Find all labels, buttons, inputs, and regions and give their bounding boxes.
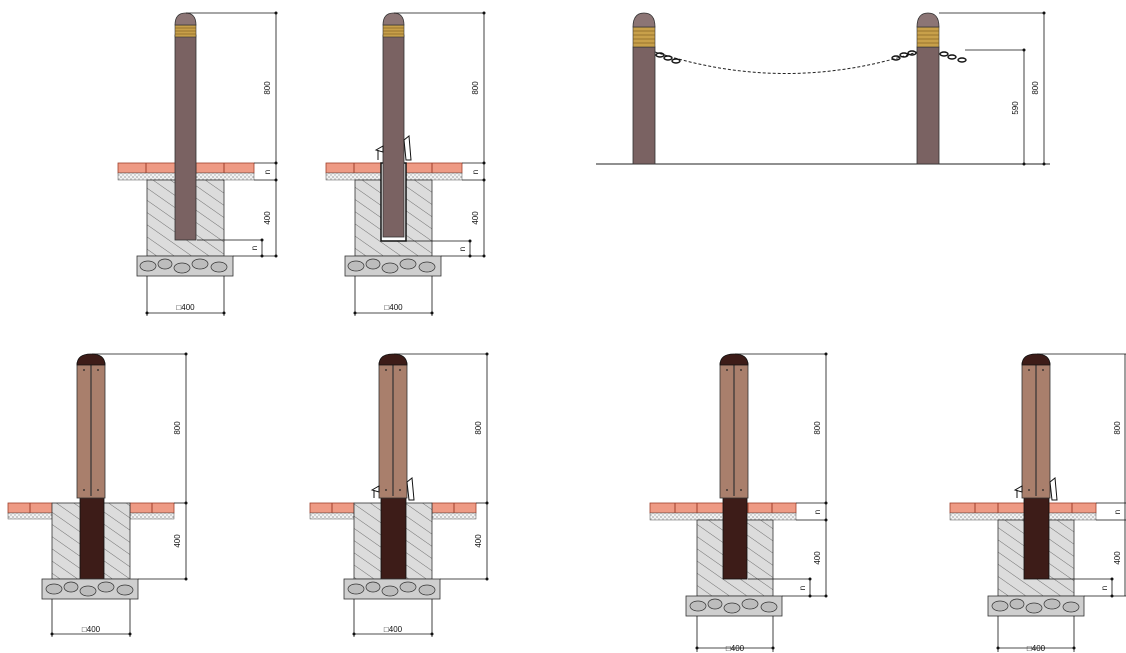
dim-height: 800 (173, 421, 182, 435)
bollard-cap (916, 12, 940, 28)
dim-height: 800 (474, 421, 483, 435)
dimension-lines (354, 12, 485, 316)
embedded-post (380, 496, 407, 580)
dim-gap-2: n (1100, 586, 1109, 590)
lock-hardware (1013, 477, 1058, 501)
dimension-lines (939, 12, 1045, 164)
dimension-lines (146, 12, 277, 316)
dim-height: 800 (1031, 81, 1040, 95)
dim-depth: 400 (474, 534, 483, 548)
dimension-lines (353, 353, 488, 637)
dim-gap-2: n (458, 247, 467, 251)
dim-height: 800 (1113, 421, 1122, 435)
dim-gap-2: n (798, 586, 807, 590)
lock-hardware (374, 135, 412, 161)
chain (654, 51, 918, 74)
figure-removable-round-bollard: 800 n 400 n □400 (325, 11, 486, 316)
dimension-lines (997, 353, 1126, 652)
bollard-cap (174, 12, 197, 26)
figure-fixed-round-bollard: 800 n 400 n □400 (117, 11, 278, 316)
brick-paving (949, 502, 1097, 521)
embedded-post (79, 496, 105, 580)
embedded-post (1023, 496, 1050, 580)
dim-gap: n (471, 170, 480, 174)
bollard-post-left (632, 46, 656, 165)
figure-fixed-wood-bollard-deep: 800 n 400 n □400 (649, 352, 828, 653)
dim-depth: 400 (1113, 551, 1122, 565)
dim-gap: n (813, 510, 822, 514)
figure-removable-wood-bollard-deep: 800 n 400 n □400 (949, 353, 1126, 653)
chain-links (655, 50, 967, 64)
dim-width: □400 (384, 625, 403, 634)
bollard-post (174, 34, 197, 241)
embedded-post (722, 496, 748, 580)
dim-chain-height: 590 (1011, 101, 1020, 115)
reflective-band (632, 26, 656, 48)
reflective-band (916, 26, 940, 48)
bollard-cap (719, 353, 749, 366)
dim-width: □400 (384, 303, 403, 312)
dim-gap-2: n (250, 246, 259, 250)
bollard-cap (382, 12, 405, 26)
dimension-lines (696, 353, 827, 652)
bollard-cap (76, 353, 106, 366)
dim-depth: 400 (263, 211, 272, 225)
lock-hardware (370, 477, 415, 501)
dim-height: 800 (263, 81, 272, 95)
dim-height: 800 (813, 421, 822, 435)
bollard-cap (378, 353, 408, 366)
bollard-cap (1021, 353, 1051, 366)
dim-width: □400 (1027, 644, 1046, 653)
dim-width: □400 (176, 303, 195, 312)
dim-height: 800 (471, 81, 480, 95)
figure-removable-wood-bollard: 800 400 □400 (309, 352, 489, 637)
bollard-post-right (916, 46, 940, 165)
bollard-post (382, 34, 405, 238)
dimension-lines (51, 353, 187, 637)
figure-chain-bollard-elevation: 590 800 (596, 11, 1050, 166)
bollard-cap (632, 12, 656, 28)
dim-width: □400 (726, 644, 745, 653)
dim-depth: 400 (173, 534, 182, 548)
dim-width: □400 (82, 625, 101, 634)
figure-fixed-wood-bollard: 800 400 □400 (7, 352, 188, 637)
dim-depth: 400 (471, 211, 480, 225)
dim-depth: 400 (813, 551, 822, 565)
dim-gap: n (263, 170, 272, 174)
dim-gap: n (1113, 510, 1122, 514)
